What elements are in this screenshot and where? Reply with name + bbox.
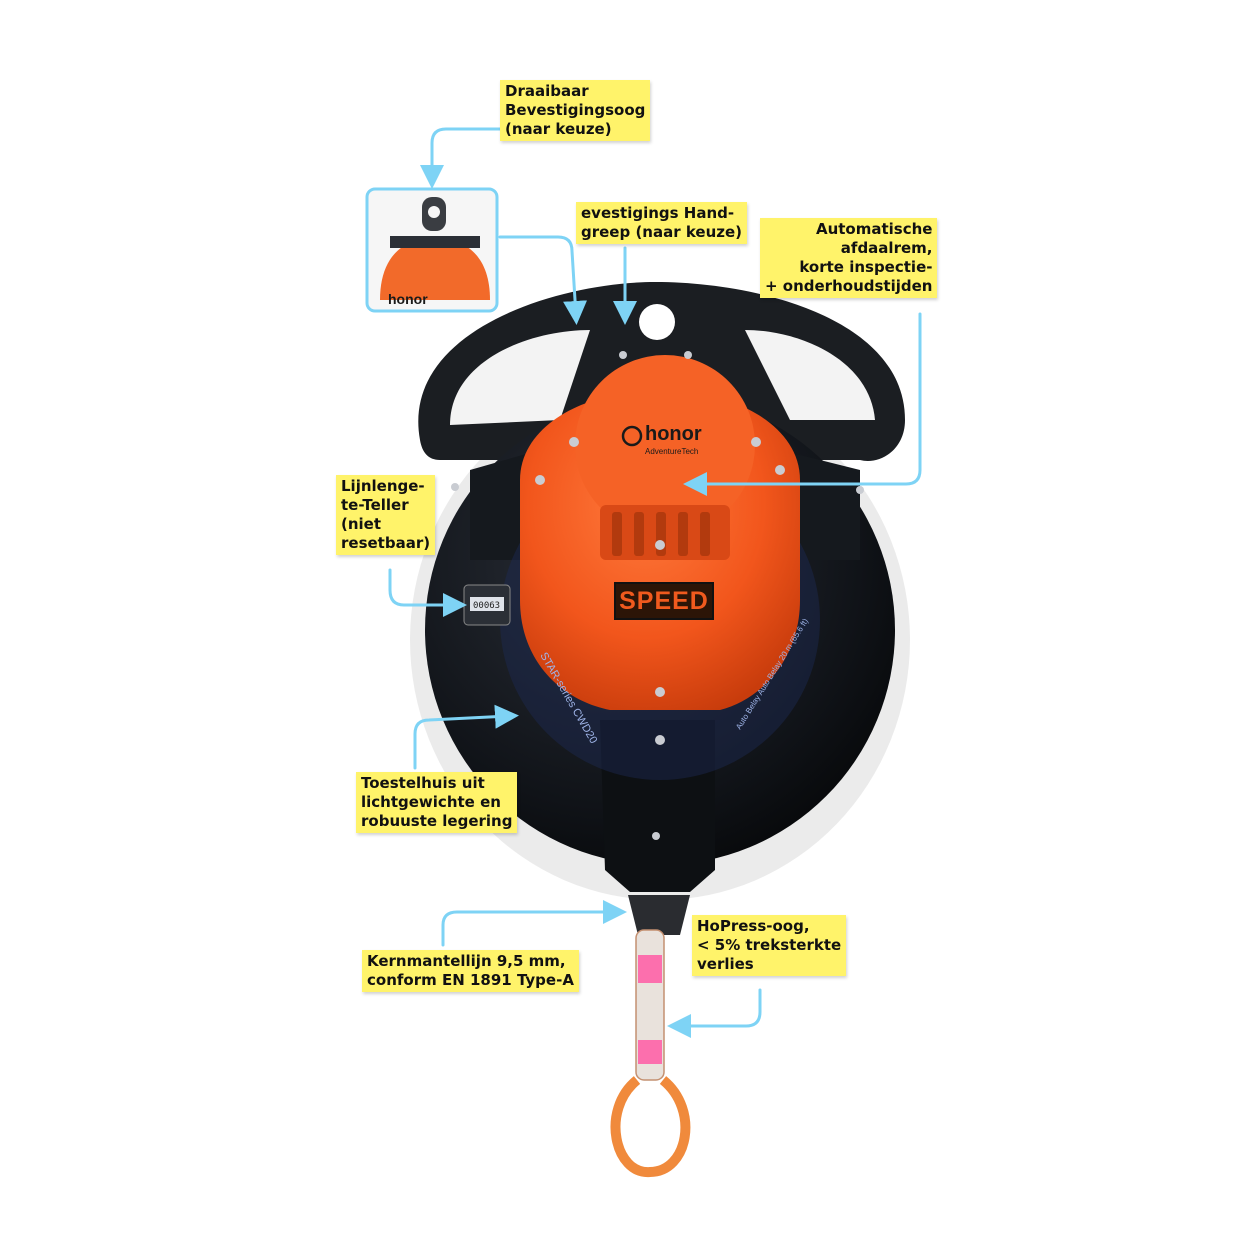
orange-cover [451,351,864,840]
callout-line: HoPress-oog, [697,917,810,935]
callout-hopress: HoPress-oog, < 5% treksterkte verlies [692,915,847,976]
callout-housing: Toestelhuis uit lichtgewichte en robuust… [356,772,518,833]
connector-arrows [388,127,922,1038]
callout-line: evestigings Hand- [581,204,735,222]
callout-rope: Kernmantellijn 9,5 mm, conform EN 1891 T… [362,950,579,992]
arrow-rope [441,900,627,947]
callout-line: + onderhoudstijden [765,277,933,295]
attachment-hole [639,304,675,340]
callout-line: afdaalrem, [840,239,933,257]
arrow-counter [388,568,467,617]
rope [610,895,691,1177]
callout-line: verlies [697,955,754,973]
callout-line: < 5% treksterkte [697,936,842,954]
swivel-eye-inset [365,187,499,313]
speed-label: SPEED [614,582,714,620]
arrow-hopress [667,988,762,1038]
callout-line: Bevestigingsoog [505,101,646,119]
inset-brand-text: honor [388,291,428,307]
arrow-housing [413,704,519,770]
line-counter [463,584,511,626]
callout-line: (niet [341,515,382,533]
callout-line: Toestelhuis uit [361,774,485,792]
callout-line: (naar keuze) [505,120,612,138]
callout-counter: Lijnlenge- te-Teller (niet resetbaar) [336,475,436,555]
cover-branding: honor AdventureTech [621,423,702,456]
callout-swivel-eye: Draaibaar Bevestigingsoog (naar keuze) [500,80,651,141]
callout-line: conform EN 1891 Type-A [367,971,574,989]
callout-line: Automatische [815,220,933,238]
arrow-brake [683,312,922,496]
callout-line: greep (naar keuze) [581,223,743,241]
callout-line: Draaibaar [505,82,589,100]
callout-line: korte inspectie- [799,258,933,276]
callout-line: Kernmantellijn 9,5 mm, [367,952,566,970]
brand-logo-text: honor [645,423,702,445]
callout-line: robuuste legering [361,812,513,830]
callout-brake: Automatische afdaalrem, korte inspectie-… [760,218,938,298]
callout-line: Lijnlenge- [341,477,425,495]
callout-handle: evestigings Hand- greep (naar keuze) [576,202,748,244]
counter-value: 00063 [473,601,500,611]
brand-sub-text: AdventureTech [645,447,698,456]
callout-line: te-Teller [341,496,409,514]
arrow-swivel-eye [420,127,502,189]
callout-line: resetbaar) [341,534,431,552]
callout-line: lichtgewichte en [361,793,501,811]
arrow-handle-left [498,235,588,325]
